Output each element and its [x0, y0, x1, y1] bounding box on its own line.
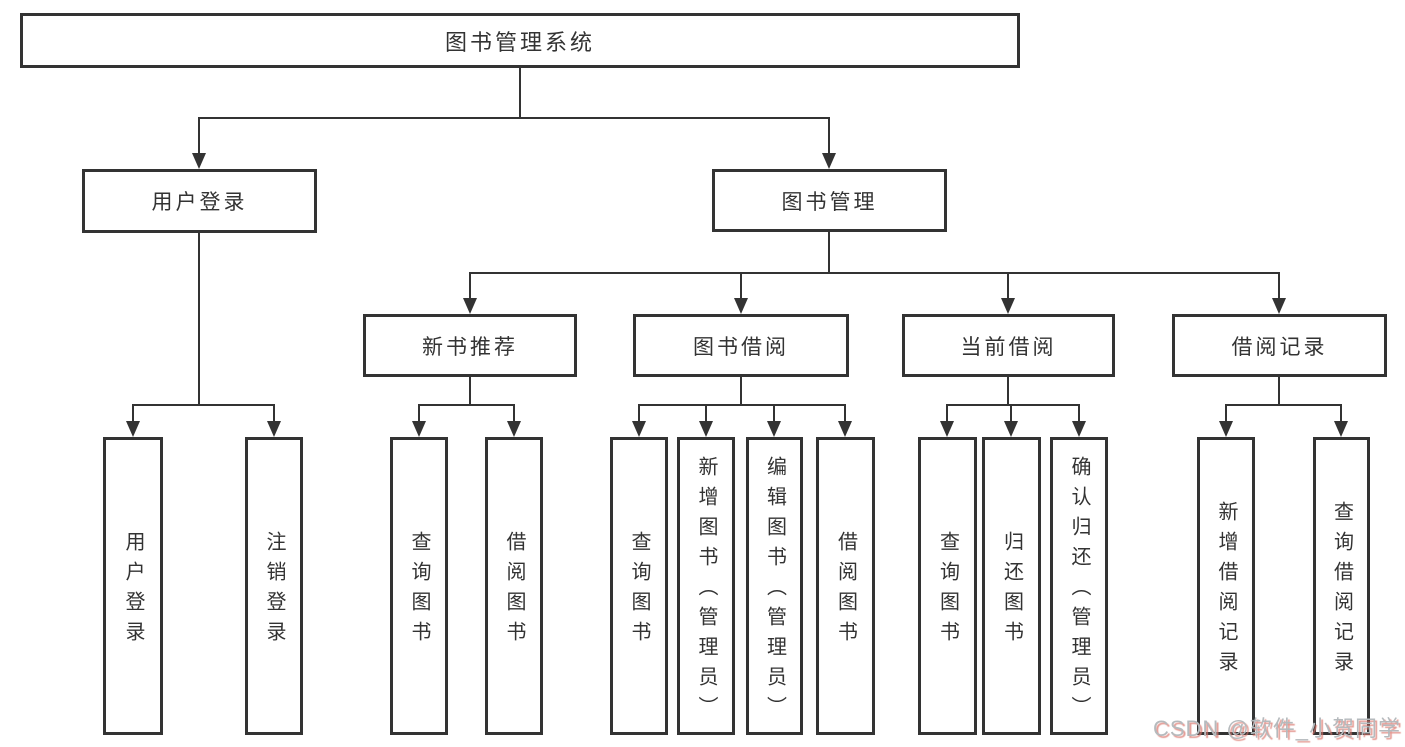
- arrow-down-icon: [126, 421, 140, 437]
- arrow-down-icon: [699, 421, 713, 437]
- connector-line: [773, 404, 775, 422]
- arrow-down-icon: [632, 421, 646, 437]
- connector-line: [519, 68, 521, 118]
- connector-line: [273, 404, 275, 422]
- arrow-down-icon: [1001, 298, 1015, 314]
- connector-line: [1078, 404, 1080, 422]
- node-label: 图书借阅: [693, 335, 789, 359]
- leaf-logout-login: 注销登录: [245, 437, 303, 735]
- node-label: 当前借阅: [960, 335, 1057, 359]
- connector-line: [418, 404, 515, 406]
- connector-line: [1225, 404, 1342, 406]
- leaf-query-books-current: 查询图书: [918, 437, 977, 735]
- arrow-down-icon: [412, 421, 426, 437]
- connector-line: [1278, 272, 1280, 300]
- arrow-down-icon: [1072, 421, 1086, 437]
- connector-line: [469, 272, 1280, 274]
- arrow-down-icon: [507, 421, 521, 437]
- node-label: 查询借阅记录: [1330, 501, 1353, 681]
- arrow-down-icon: [822, 153, 836, 169]
- connector-line: [418, 404, 420, 422]
- node-label: 借阅图书: [834, 531, 857, 651]
- arrow-down-icon: [267, 421, 281, 437]
- connector-line: [1010, 404, 1012, 422]
- connector-line: [828, 117, 830, 155]
- arrow-down-icon: [192, 153, 206, 169]
- connector-line: [1007, 272, 1009, 300]
- connector-line: [740, 272, 742, 300]
- arrow-down-icon: [734, 298, 748, 314]
- leaf-query-books-recommend: 查询图书: [390, 437, 448, 735]
- connector-line: [946, 404, 948, 422]
- node-label: 借阅记录: [1231, 335, 1328, 359]
- node-book-management: 图书管理: [712, 169, 947, 232]
- leaf-add-books-admin: 新增图书（管理员）: [677, 437, 735, 735]
- leaf-return-books: 归还图书: [982, 437, 1041, 735]
- node-label: 查询图书: [408, 531, 430, 651]
- node-label: 用户登录: [122, 531, 144, 651]
- arrow-down-icon: [1219, 421, 1233, 437]
- connector-line: [828, 230, 830, 274]
- connector-line: [946, 404, 1080, 406]
- node-label: 编辑图书（管理员）: [763, 456, 786, 726]
- arrow-down-icon: [1334, 421, 1348, 437]
- node-label: 用户登录: [151, 191, 248, 214]
- csdn-watermark: CSDN @软件_小贺同学: [1152, 716, 1401, 741]
- connector-line: [1340, 404, 1342, 422]
- node-label: 借阅图书: [503, 531, 525, 651]
- arrow-down-icon: [940, 421, 954, 437]
- arrow-down-icon: [1272, 298, 1286, 314]
- node-new-book-recommendation: 新书推荐: [363, 314, 577, 377]
- connector-line: [705, 404, 707, 422]
- node-label: 新增图书（管理员）: [695, 456, 717, 726]
- connector-line: [198, 117, 200, 155]
- node-user-login: 用户登录: [82, 169, 317, 233]
- node-label: 新增借阅记录: [1215, 501, 1237, 681]
- connector-line: [198, 231, 200, 406]
- connector-line: [469, 272, 471, 300]
- node-borrowing-records: 借阅记录: [1172, 314, 1387, 377]
- connector-line: [1278, 375, 1280, 406]
- node-label: 图书管理: [781, 190, 878, 214]
- node-library-management-system: 图书管理系统: [20, 13, 1020, 68]
- connector-line: [1007, 375, 1009, 406]
- arrow-down-icon: [767, 421, 781, 437]
- node-label: 查询图书: [936, 531, 959, 651]
- connector-line: [198, 117, 830, 119]
- leaf-add-borrow-record: 新增借阅记录: [1197, 437, 1255, 735]
- leaf-borrow-books-borrowing: 借阅图书: [816, 437, 875, 735]
- connector-line: [740, 375, 742, 406]
- connector-line: [638, 404, 640, 422]
- arrow-down-icon: [463, 298, 477, 314]
- connector-line: [844, 404, 846, 422]
- arrow-down-icon: [1004, 421, 1018, 437]
- connector-line: [1225, 404, 1227, 422]
- connector-line: [638, 404, 846, 406]
- leaf-borrow-books-recommend: 借阅图书: [485, 437, 543, 735]
- node-label: 新书推荐: [422, 335, 518, 359]
- leaf-query-books-borrowing: 查询图书: [610, 437, 668, 735]
- arrow-down-icon: [838, 421, 852, 437]
- connector-line: [513, 404, 515, 422]
- node-label: 确认归还（管理员）: [1068, 456, 1090, 726]
- node-label: 注销登录: [263, 531, 285, 651]
- node-label: 归还图书: [1000, 531, 1023, 651]
- node-label: 查询图书: [628, 531, 650, 651]
- node-label: 图书管理系统: [444, 29, 595, 55]
- leaf-confirm-return-admin: 确认归还（管理员）: [1050, 437, 1108, 735]
- node-book-borrowing: 图书借阅: [633, 314, 849, 377]
- connector-line: [132, 404, 275, 406]
- leaf-query-borrow-record: 查询借阅记录: [1313, 437, 1370, 735]
- node-current-borrowing: 当前借阅: [902, 314, 1115, 377]
- leaf-edit-books-admin: 编辑图书（管理员）: [746, 437, 803, 735]
- leaf-user-login: 用户登录: [103, 437, 163, 735]
- connector-line: [132, 404, 134, 422]
- connector-line: [469, 375, 471, 406]
